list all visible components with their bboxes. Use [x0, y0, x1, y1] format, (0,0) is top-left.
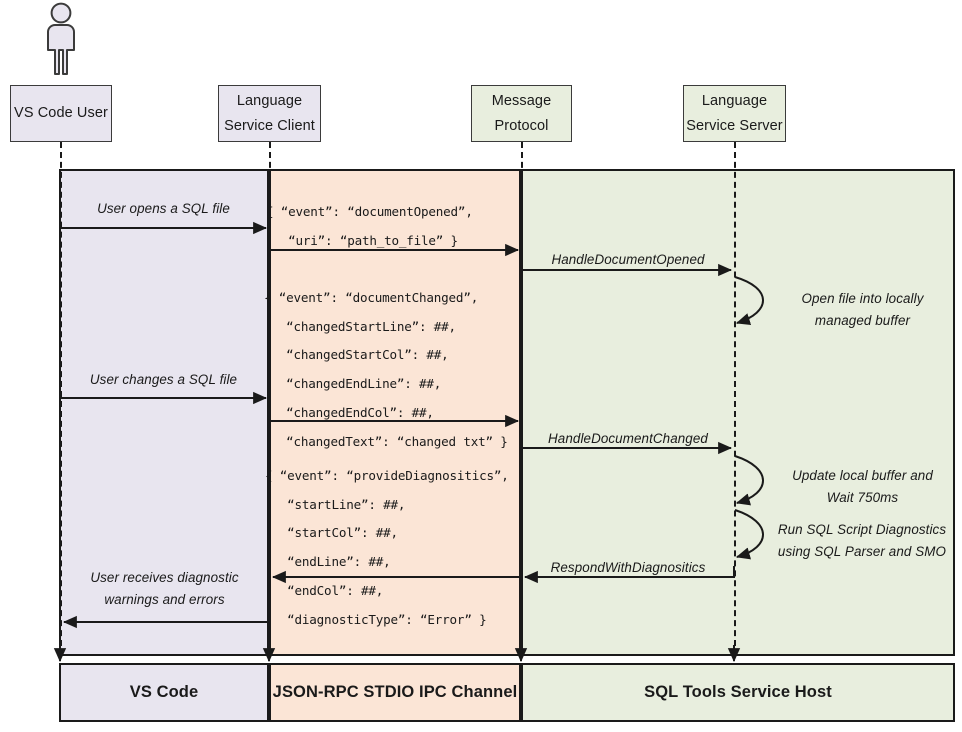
- participant-label-line2: Service Client: [224, 117, 315, 134]
- swimlane-band-host: [521, 169, 955, 656]
- self-call-label-run-diagnostics: Run SQL Script Diagnostics using SQL Par…: [777, 522, 947, 559]
- lifeline-language-service-server: [734, 142, 736, 656]
- payload-document-opened: { “event”: “documentOpened”, “uri”: “pat…: [266, 204, 473, 248]
- self-call-label-open-file-buffer: Open file into locally managed buffer: [801, 291, 924, 328]
- swimlane-band-vscode: [59, 169, 269, 656]
- participant-vs-code-user[interactable]: VS Code User: [10, 85, 112, 142]
- participant-label-line1: Message: [491, 92, 552, 109]
- participant-message-protocol[interactable]: Message Protocol: [471, 85, 572, 142]
- participant-label-line2: Protocol: [494, 117, 549, 134]
- participant-label-line1: Language: [701, 92, 768, 109]
- lifeline-message-protocol: [521, 142, 523, 656]
- footer-cell-vs-code[interactable]: VS Code: [59, 663, 269, 722]
- message-label-handle-document-changed: HandleDocumentChanged: [548, 431, 708, 446]
- footer-label: VS Code: [129, 683, 199, 701]
- footer-cell-sql-tools-service-host[interactable]: SQL Tools Service Host: [521, 663, 955, 722]
- self-call-label-update-buffer: Update local buffer and Wait 750ms: [792, 468, 933, 505]
- lifeline-vs-code-user: [60, 142, 62, 656]
- footer-cell-json-rpc[interactable]: JSON-RPC STDIO IPC Channel: [269, 663, 521, 722]
- payload-document-changed: { “event”: “documentChanged”, “changedSt…: [264, 290, 508, 449]
- footer-label: JSON-RPC STDIO IPC Channel: [272, 683, 518, 701]
- lifeline-language-service-client: [269, 142, 271, 656]
- person-icon: [38, 2, 84, 76]
- message-label-user-opens: User opens a SQL file: [97, 201, 230, 216]
- message-label-respond-with-diagnostics: RespondWithDiagnositics: [550, 560, 706, 575]
- message-label-user-receives: User receives diagnostic warnings and er…: [90, 570, 239, 607]
- participant-language-service-client[interactable]: Language Service Client: [218, 85, 321, 142]
- footer-label: SQL Tools Service Host: [644, 683, 832, 701]
- participant-label-line1: VS Code User: [14, 105, 108, 122]
- message-label-handle-document-opened: HandleDocumentOpened: [551, 252, 705, 267]
- participant-label-line2: Service Server: [686, 117, 783, 134]
- payload-provide-diagnostics: { “event”: “provideDiagnositics”, “start…: [265, 468, 509, 627]
- participant-label-line1: Language: [236, 92, 303, 109]
- participant-language-service-server[interactable]: Language Service Server: [683, 85, 786, 142]
- message-label-user-changes: User changes a SQL file: [89, 372, 238, 387]
